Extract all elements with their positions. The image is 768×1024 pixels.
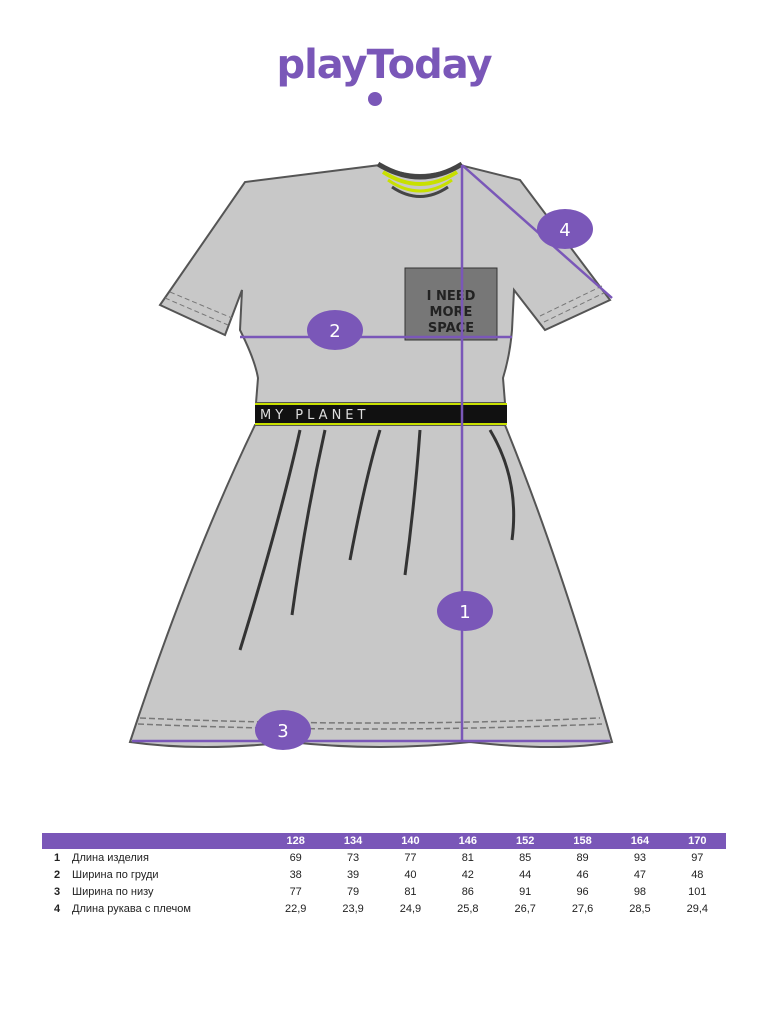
size-col: 152 <box>496 833 554 849</box>
row-label: Длина рукава с плечом <box>72 902 191 915</box>
size-table: 128 134 140 146 152 158 164 170 1 Длина … <box>42 833 726 917</box>
marker-2: 2 <box>329 321 340 342</box>
table-cell: 89 <box>576 851 589 864</box>
table-row: 3 Ширина по низу 77 79 81 86 91 96 98 101 <box>42 883 726 900</box>
waistband <box>255 403 507 425</box>
table-cell: 96 <box>576 885 589 898</box>
table-cell: 23,9 <box>342 902 364 915</box>
size-col: 140 <box>381 833 440 849</box>
table-cell: 42 <box>461 868 474 881</box>
table-row: 2 Ширина по груди 38 39 40 42 44 46 47 48 <box>42 866 726 883</box>
measurement-lines <box>132 164 613 743</box>
measurement-markers <box>255 209 593 750</box>
row-number: 4 <box>53 902 61 915</box>
patch-line-1: I NEED <box>427 289 476 304</box>
table-cell: 97 <box>691 851 704 864</box>
table-cell: 29,4 <box>686 902 709 915</box>
size-col: 128 <box>267 833 325 849</box>
dress-skirt <box>128 424 614 748</box>
row-label: Длина изделия <box>72 851 149 864</box>
skirt-pleats <box>238 429 516 651</box>
table-cell: 46 <box>576 868 589 881</box>
marker-3: 3 <box>277 721 288 742</box>
row-number: 2 <box>53 868 61 881</box>
table-cell: 69 <box>289 851 302 864</box>
table-cell: 39 <box>346 868 360 881</box>
marker-4: 4 <box>559 220 570 241</box>
table-cell: 81 <box>404 885 417 898</box>
size-header-row: 128 134 140 146 152 158 164 170 <box>42 833 726 849</box>
size-col: 134 <box>324 833 382 849</box>
row-label: Ширина по груди <box>72 868 159 881</box>
size-col: 146 <box>439 833 497 849</box>
table-cell: 27,6 <box>571 902 594 915</box>
brand-logo: playToday <box>276 42 492 88</box>
marker-1: 1 <box>459 602 470 623</box>
table-cell: 26,7 <box>514 902 536 915</box>
table-cell: 91 <box>519 885 532 898</box>
table-cell: 25,8 <box>457 902 479 915</box>
waistband-text: MY PLANET <box>260 408 369 423</box>
table-cell: 24,9 <box>399 902 422 915</box>
table-cell: 81 <box>461 851 474 864</box>
row-number: 1 <box>53 851 61 864</box>
table-cell: 28,5 <box>629 902 651 915</box>
table-cell: 40 <box>404 868 417 881</box>
table-cell: 44 <box>519 868 532 881</box>
table-cell: 98 <box>633 885 647 898</box>
table-row: 4 Длина рукава с плечом 22,9 23,9 24,9 25,8 2… <box>42 900 726 917</box>
table-cell: 77 <box>289 885 302 898</box>
size-col: 158 <box>553 833 612 849</box>
table-cell: 93 <box>633 851 647 864</box>
table-cell: 101 <box>688 885 707 898</box>
patch-line-3: SPACE <box>428 321 474 336</box>
logo-dot <box>368 92 382 106</box>
table-cell: 47 <box>633 868 647 881</box>
dress-bodice <box>158 163 612 404</box>
row-number: 3 <box>53 885 61 898</box>
patch-line-2: MORE <box>430 305 473 320</box>
size-col: 164 <box>611 833 669 849</box>
table-cell: 86 <box>461 885 474 898</box>
table-cell: 38 <box>289 868 302 881</box>
table-row: 1 Длина изделия 69 73 77 81 85 89 93 97 <box>42 849 726 866</box>
chest-patch <box>404 267 498 341</box>
table-cell: 85 <box>519 851 532 864</box>
dress-diagram: I NEED MORE SPACE MY PLANET 1 2 3 4 <box>128 161 614 750</box>
table-cell: 79 <box>346 885 360 898</box>
row-label: Ширина по низу <box>72 885 154 898</box>
table-cell: 77 <box>404 851 417 864</box>
table-cell: 22,9 <box>284 902 307 915</box>
table-cell: 48 <box>691 868 704 881</box>
table-cell: 73 <box>346 851 360 864</box>
size-col: 170 <box>668 833 726 849</box>
